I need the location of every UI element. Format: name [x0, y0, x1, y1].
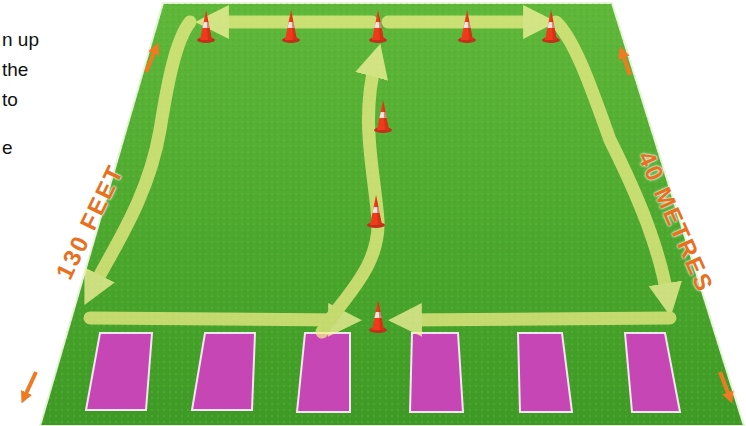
- text-fragment: e: [2, 137, 13, 159]
- text-fragment: n up: [2, 29, 39, 51]
- text-fragment: to: [2, 89, 18, 111]
- text-fragment: the: [2, 59, 28, 81]
